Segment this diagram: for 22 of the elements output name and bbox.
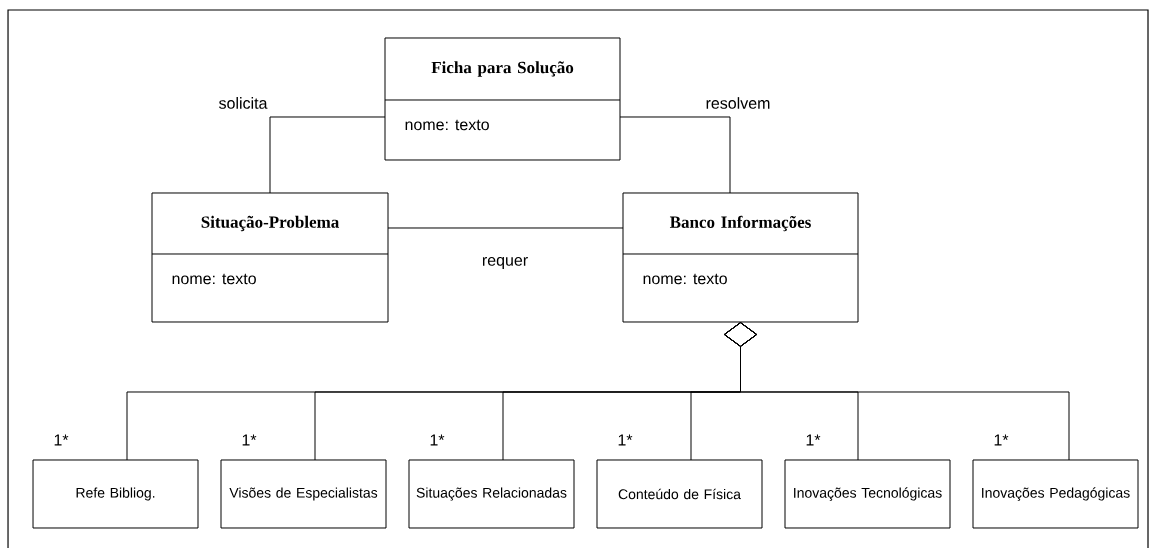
class-box: Visões de Especialistas — [220, 459, 387, 529]
class-box: Inovações Tecnológicas — [784, 459, 951, 529]
class-box: Situação-Problema nome: texto — [151, 192, 389, 323]
edge-label: 1* — [51, 432, 71, 448]
class-box: Banco Informações nome: texto — [622, 192, 859, 323]
connector — [619, 116, 731, 194]
edge-label: 1* — [615, 432, 635, 448]
class-box: Conteúdo de Física — [596, 459, 763, 529]
edge-label: 1* — [991, 432, 1011, 448]
edge-label: 1* — [239, 432, 259, 448]
edge-label: requer — [479, 255, 531, 271]
edge-label: resolvem — [703, 95, 773, 111]
class-box: Situações Relacionadas — [408, 459, 575, 529]
connector — [269, 116, 386, 194]
edge-label: 1* — [427, 432, 447, 448]
class-box: Inovações Pedagógicas — [972, 459, 1139, 529]
edge-label: solicita — [216, 95, 270, 111]
connector — [723, 322, 1070, 461]
edge-label: 1* — [803, 432, 823, 448]
class-box: Refe Bibliog. — [32, 459, 199, 529]
class-box: Ficha para Solução nome: texto — [384, 37, 621, 161]
connector — [387, 227, 624, 229]
